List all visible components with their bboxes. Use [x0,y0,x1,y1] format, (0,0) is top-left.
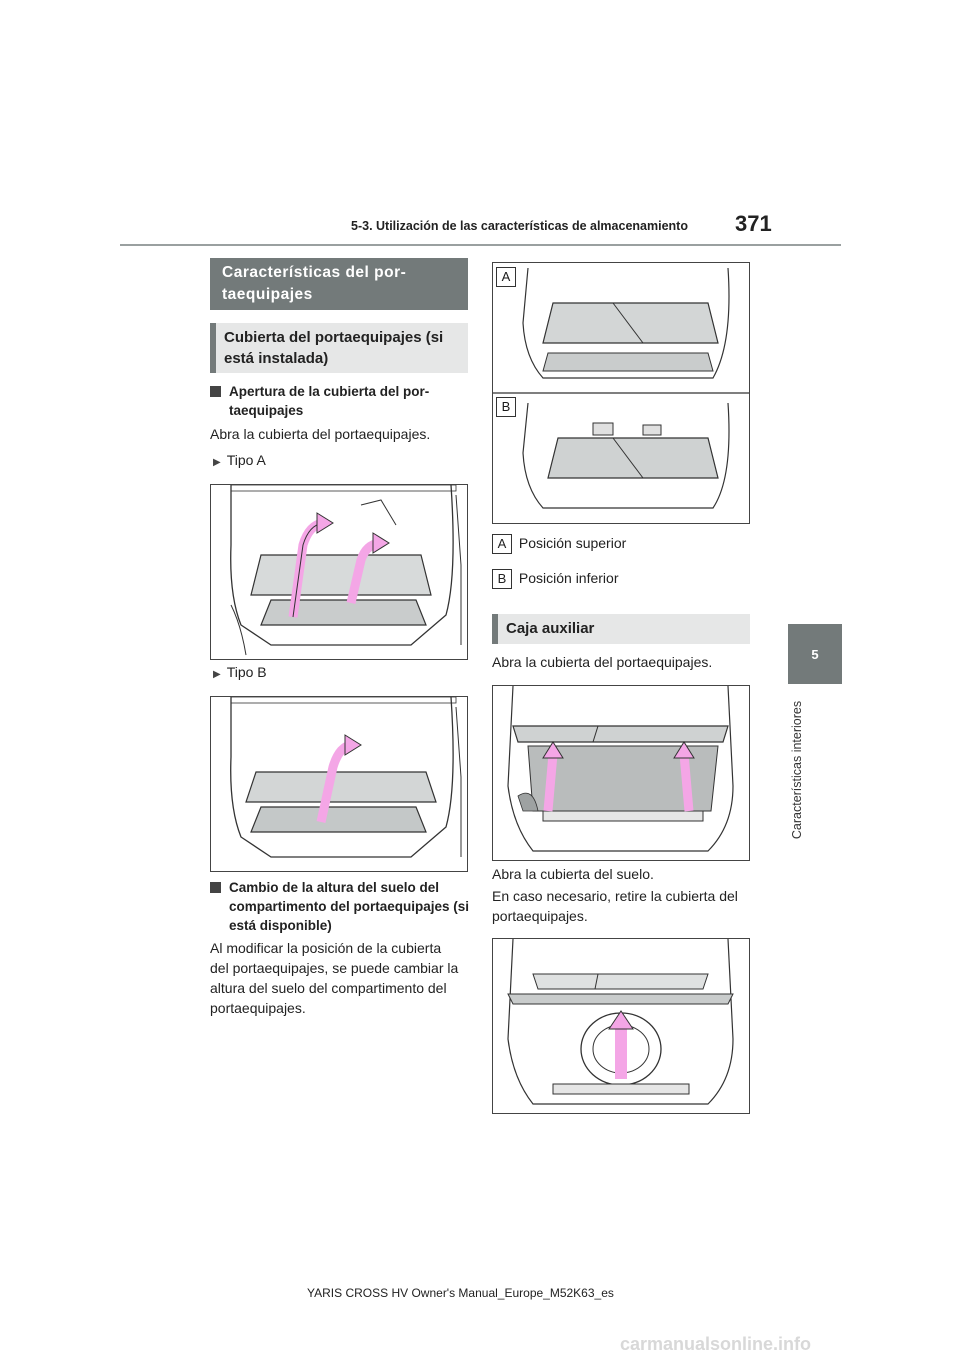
subsection-title: Cubierta del portaequipajes (si está ins… [210,323,468,373]
legend-b-text: Posición inferior [518,570,619,586]
type-b-text: Tipo B [226,664,267,680]
item-height-text: Al modificar la posición de la cubierta … [210,940,459,1016]
chapter-tab-label: Características interiores [790,700,804,840]
chapter-tab-label-wrap: Características interiores [788,690,806,850]
item-opening-text: Abra la cubierta del portaequipajes. [210,426,431,442]
legend-a-key: A [492,534,512,555]
subsection-aux-box: Caja auxiliar [492,614,750,644]
cover-positions-illustration [493,267,749,509]
trunk-cover-type-a-illustration [230,485,462,656]
section-title: Características del por- taequipajes [210,258,468,310]
aux-text-2: Abra la cubierta del suelo. [492,866,654,882]
open-trunk-cover-illustration [507,686,734,852]
open-floor-cover-illustration [507,939,734,1105]
running-header: 5-3. Utilización de las características … [351,219,688,233]
square-bullet-icon [210,882,221,893]
figure-aux-1 [492,685,750,861]
figure-type-a [210,484,468,660]
figure-positions [492,262,750,524]
item-opening-title: Apertura de la cubierta del por- taequip… [210,382,472,420]
type-b-label: ▶ Tipo B [213,662,267,685]
legend-a: A Posición superior [492,533,627,555]
aux-text-3: En caso necesario, retire la cubierta de… [492,888,738,924]
figure-type-b [210,696,468,872]
page-number: 371 [735,211,772,236]
header-divider [120,244,841,246]
watermark: carmanualsonline.info [620,1334,812,1354]
legend-a-text: Posición superior [518,535,627,551]
item-height-title-text: Cambio de la altura del suelo del compar… [229,880,470,933]
legend-b-key: B [492,569,512,590]
figure-label-b: B [496,397,516,417]
footer-manual-id: YARIS CROSS HV Owner's Manual_Europe_M52… [307,1286,614,1300]
type-a-text: Tipo A [226,452,266,468]
type-a-label: ▶ Tipo A [213,450,266,473]
square-bullet-icon [210,386,221,397]
item-opening-title-text: Apertura de la cubierta del por- taequip… [229,384,430,418]
legend-b: B Posición inferior [492,568,619,590]
item-height-title: Cambio de la altura del suelo del compar… [210,878,472,935]
figure-aux-2 [492,938,750,1114]
figure-label-a: A [496,267,516,287]
trunk-cover-type-b-illustration [230,697,462,858]
aux-text-1: Abra la cubierta del portaequipajes. [492,654,713,670]
triangle-bullet-icon: ▶ [213,669,221,680]
chapter-tab[interactable]: 5 [788,624,842,684]
triangle-bullet-icon: ▶ [213,457,221,468]
